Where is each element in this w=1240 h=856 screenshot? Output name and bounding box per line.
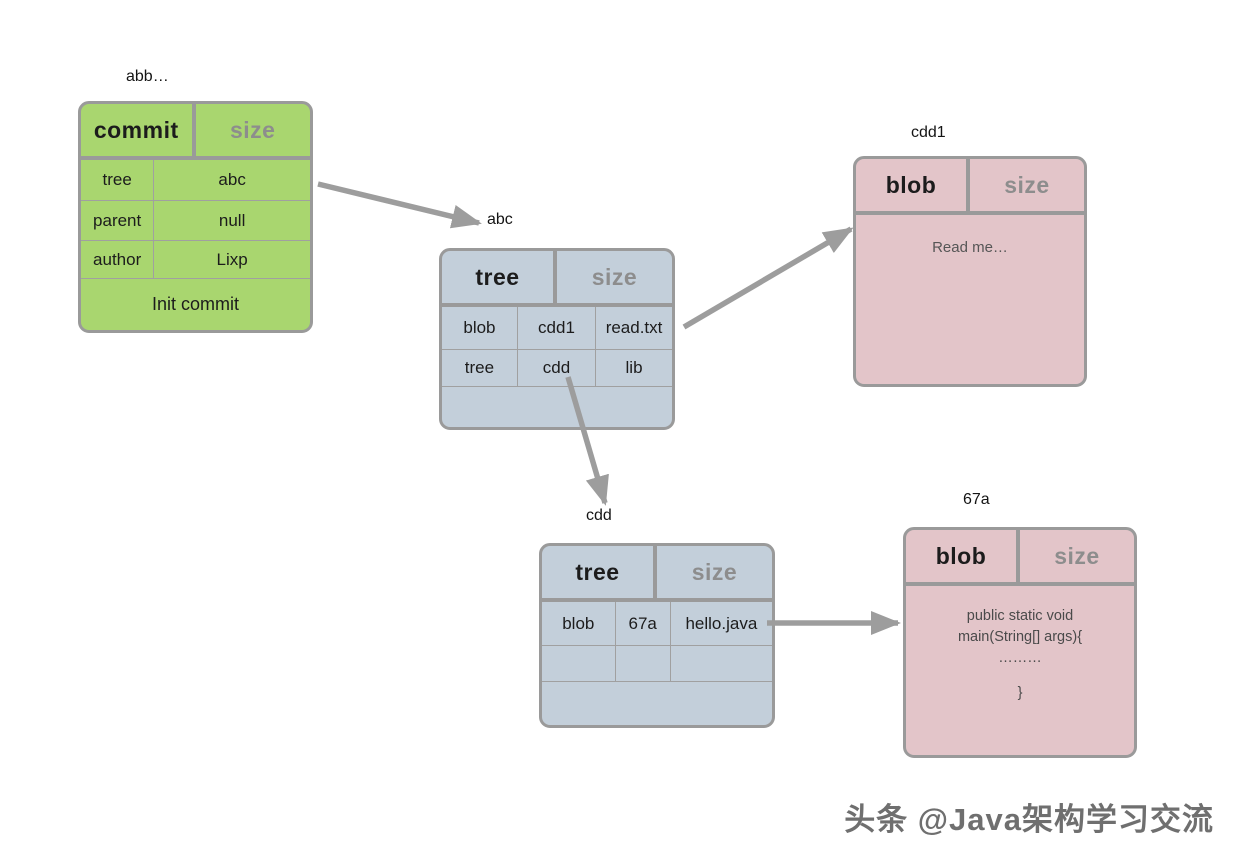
tree-cdd-empty-footer <box>542 682 772 725</box>
tree-cdd-cell-hash <box>616 646 671 681</box>
commit-cell-value: null <box>218 210 246 230</box>
code-line: public static void <box>966 608 1074 624</box>
tree-abc-node: tree size blob cdd1 read.txt tree cdd li… <box>439 248 675 430</box>
code-line: ……… <box>998 650 1042 666</box>
blob-cdd1-node: blob size Read me… <box>853 156 1087 387</box>
arrow-readtxt-to-blob-cdd1 <box>682 226 854 330</box>
code-line: main(String[] args){ <box>957 629 1083 645</box>
tree-cdd-row: blob 67a hello.java <box>542 602 772 646</box>
commit-node: commit size tree abc parent null author … <box>78 101 313 333</box>
tree-abc-row: tree cdd lib <box>442 350 672 387</box>
tree-abc-row: blob cdd1 read.txt <box>442 307 672 350</box>
blob-cdd1-header-type: blob <box>856 159 970 211</box>
tree-abc-cell-type: tree <box>442 350 518 386</box>
blob-cdd1-content: Read me… <box>932 239 1008 256</box>
tree-abc-empty-footer <box>442 387 672 427</box>
commit-header-size: size <box>230 116 276 143</box>
commit-row-parent: parent null <box>81 201 310 241</box>
tree-cdd-header-type: tree <box>542 546 657 598</box>
tree-cdd-cell-name: hello.java <box>685 613 758 633</box>
commit-node-label: abb… <box>126 68 169 85</box>
blob-cdd1-header: blob size <box>856 159 1084 215</box>
blob-cdd1-header-size: size <box>1004 171 1050 198</box>
arrow-commit-to-tree-abc <box>317 181 482 229</box>
tree-abc-cell-type: blob <box>442 307 518 349</box>
tree-abc-header-type: tree <box>442 251 557 303</box>
tree-cdd-cell-type <box>542 646 616 681</box>
blob-67a-node: blob size public static void main(String… <box>903 527 1137 758</box>
tree-abc-header: tree size <box>442 251 672 307</box>
commit-header: commit size <box>81 104 310 160</box>
commit-cell-key: author <box>81 241 155 278</box>
tree-abc-cell-name: read.txt <box>605 318 663 337</box>
blob-cdd1-node-label: cdd1 <box>911 124 946 141</box>
commit-message: Init commit <box>151 294 239 314</box>
watermark-text: 头条 @Java架构学习交流 <box>844 802 1214 837</box>
tree-cdd-cell-hash: 67a <box>616 602 671 645</box>
commit-cell-key: parent <box>81 201 155 240</box>
tree-cdd-header: tree size <box>542 546 772 602</box>
code-line: } <box>1017 685 1023 701</box>
commit-header-type: commit <box>81 104 196 156</box>
commit-cell-value: abc <box>218 170 246 189</box>
tree-abc-cell-name: lib <box>625 358 643 377</box>
blob-67a-node-label: 67a <box>963 491 990 508</box>
blob-67a-header-type: blob <box>906 530 1020 582</box>
tree-cdd-node-label: cdd <box>586 507 612 524</box>
commit-row-tree: tree abc <box>81 160 310 201</box>
tree-cdd-cell-type: blob <box>542 602 616 645</box>
tree-cdd-header-size: size <box>691 558 738 585</box>
tree-abc-cell-hash: cdd1 <box>518 307 597 349</box>
tree-cdd-node: tree size blob 67a hello.java <box>539 543 775 728</box>
commit-cell-value: Lixp <box>216 249 248 269</box>
blob-67a-header: blob size <box>906 530 1134 586</box>
blob-67a-code: public static void main(String[] args){ … <box>906 586 1134 704</box>
commit-cell-key: tree <box>81 160 155 200</box>
tree-cdd-row-empty <box>542 646 772 682</box>
blob-67a-header-size: size <box>1054 542 1100 569</box>
tree-abc-node-label: abc <box>487 211 513 228</box>
tree-cdd-cell-name <box>671 646 772 681</box>
commit-row-author: author Lixp <box>81 241 310 279</box>
tree-abc-cell-hash: cdd <box>518 350 597 386</box>
tree-abc-header-size: size <box>591 263 638 290</box>
